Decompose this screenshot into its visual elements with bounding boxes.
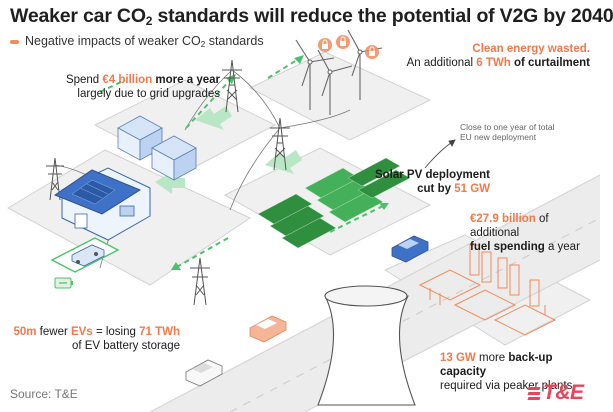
car-icon <box>391 235 429 263</box>
solar-farm <box>257 157 411 249</box>
wind-turbines <box>295 29 383 115</box>
pylons <box>46 59 290 306</box>
battery-icon <box>54 277 73 289</box>
green-block-arrows <box>155 106 302 194</box>
source-credit: Source: T&E <box>10 387 78 401</box>
house-window <box>119 205 135 217</box>
rooftop-solar-panels <box>71 179 116 205</box>
ev-storage-annotation: 50m fewer EVs = losing 71 TWh of EV batt… <box>13 326 180 352</box>
container-unit <box>117 115 163 161</box>
curtailment-annotation: Clean energy wasted. An additional 6 TWh… <box>406 43 590 69</box>
lock-icon <box>365 45 379 59</box>
flow-arrowhead <box>379 203 389 210</box>
curtailment-lock-icons <box>318 35 379 59</box>
block-arrow <box>265 150 302 174</box>
car-icon <box>185 359 223 387</box>
cooling-tower <box>317 285 416 406</box>
ev-charger-bay <box>50 237 120 289</box>
lock-icon <box>336 35 350 49</box>
backup-capacity-annotation: 13 GW more back-up capacity required via… <box>440 352 573 392</box>
peaker-plant <box>418 244 557 336</box>
deployment-note: Close to one year of total EU new deploy… <box>460 122 555 142</box>
pylon-icon <box>222 59 242 113</box>
logo-bars-icon <box>527 385 541 402</box>
wind-turbine <box>317 49 353 115</box>
container-unit <box>151 135 197 181</box>
parked-ev <box>71 244 105 267</box>
lock-icon <box>318 38 332 52</box>
legend-swatch <box>10 39 19 44</box>
wind-turbine <box>295 39 335 110</box>
callout-line <box>424 139 456 169</box>
house-door <box>74 213 88 229</box>
solar-panel-row <box>347 157 411 199</box>
grid-upgrade-annotation: Spend €4 billion more a year largely due… <box>65 74 220 100</box>
page-title: Weaker car CO2 standards will reduce the… <box>10 5 613 28</box>
fuel-annotation: €27.9 billion of additional fuel spendin… <box>470 213 580 253</box>
pylon-icon <box>270 117 290 171</box>
flow-arrowhead <box>294 55 304 64</box>
block-arrow <box>155 172 185 194</box>
energy-flow-arrows <box>99 57 386 269</box>
peaker-chimney <box>529 279 540 307</box>
solar-annotation: Solar PV deployment cut by 51 GW <box>374 169 490 195</box>
legend: Negative impacts of weaker CO2 standards <box>10 34 264 49</box>
substation-containers <box>117 115 197 181</box>
pylon-icon <box>190 257 210 306</box>
road-cars <box>185 235 429 387</box>
legend-label: Negative impacts of weaker CO2 standards <box>25 34 264 49</box>
te-logo: T&E <box>527 381 584 405</box>
solar-panel-row <box>257 193 337 249</box>
house-illustration <box>53 167 151 241</box>
car-icon <box>249 315 287 343</box>
block-arrow <box>195 106 232 130</box>
peaker-chimney <box>469 244 492 283</box>
peaker-chimney <box>497 257 520 296</box>
pylon-icon <box>46 157 64 201</box>
flow-arrowhead <box>171 262 181 270</box>
